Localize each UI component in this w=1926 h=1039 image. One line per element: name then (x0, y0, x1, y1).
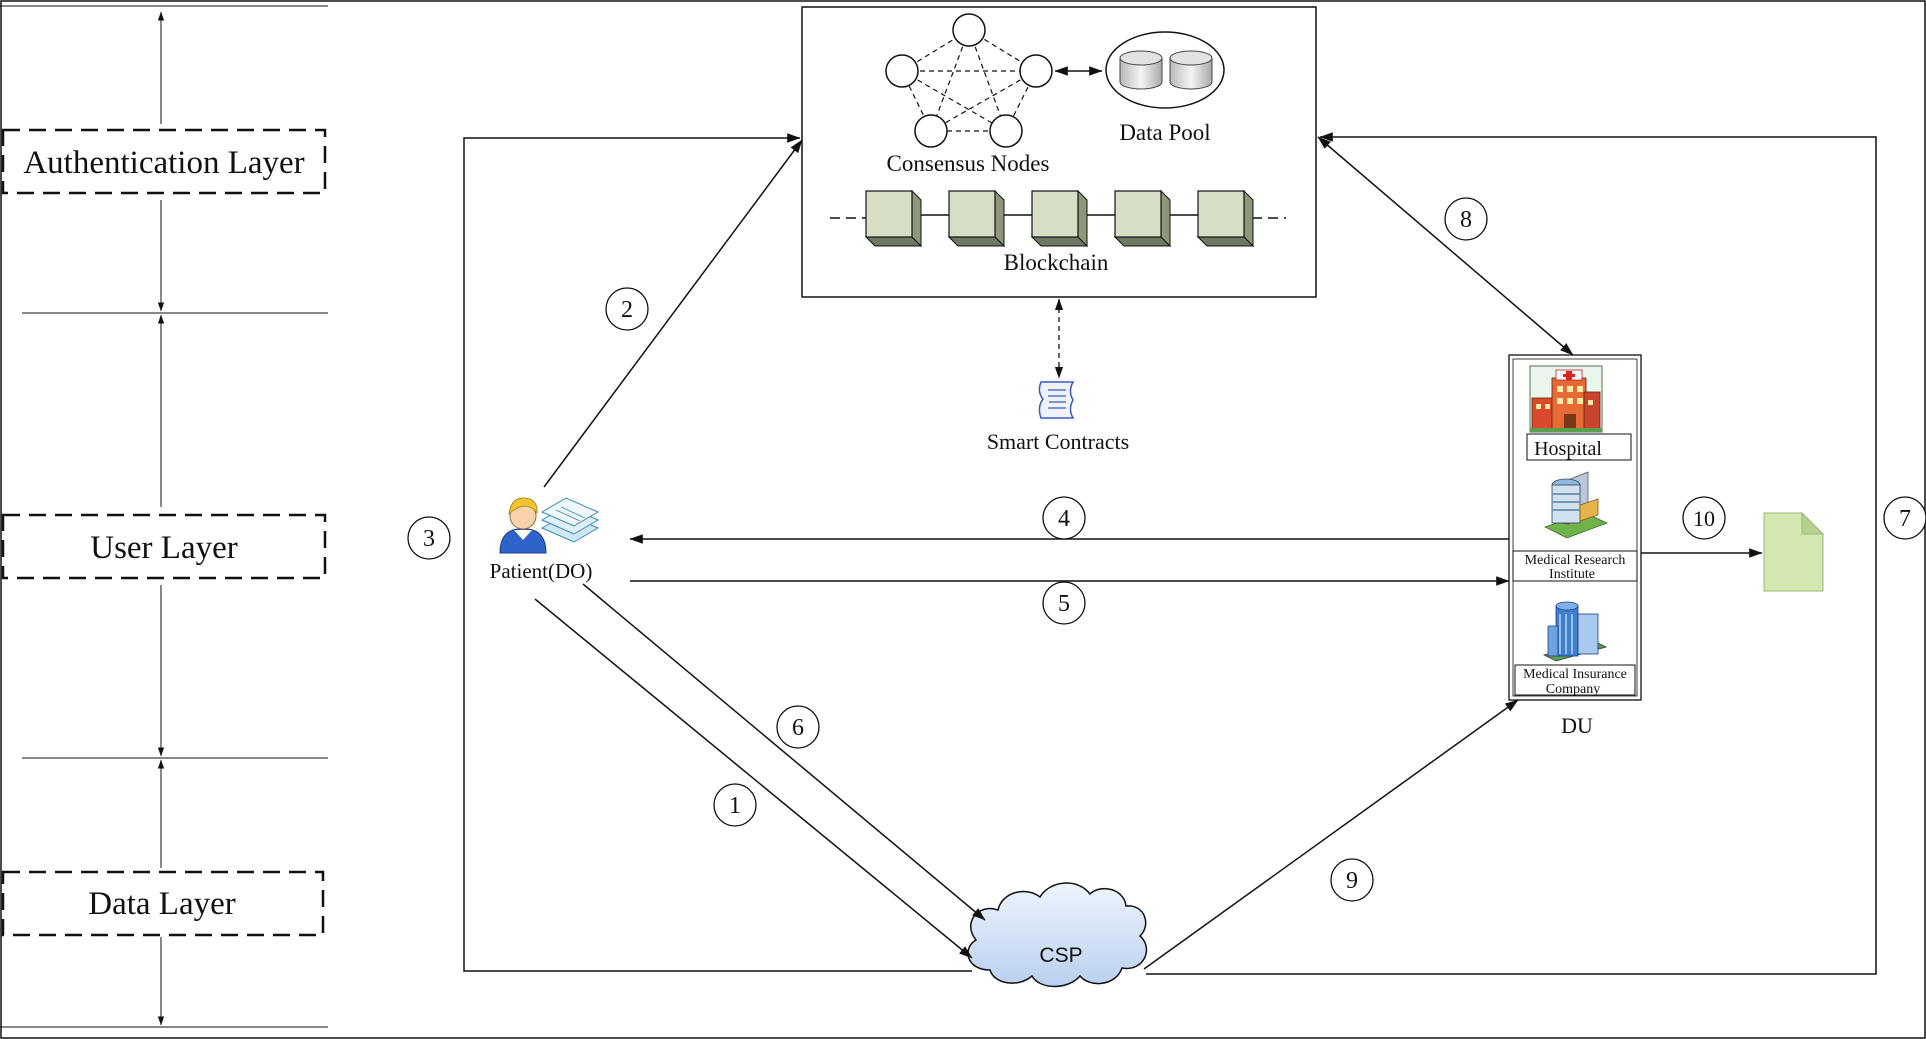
flow-arrow-6 (582, 583, 986, 921)
step-marker-9: 9 (1330, 858, 1374, 902)
flow-arrow-1 (534, 598, 973, 959)
authentication-layer-box: Authentication Layer (1, 128, 327, 195)
insurance-company-icon (1542, 601, 1608, 662)
documents-icon (540, 497, 600, 543)
svg-text:7: 7 (1899, 506, 1911, 532)
blockchain-block (1113, 189, 1172, 248)
user-layer-box: User Layer (1, 513, 327, 580)
svg-text:1: 1 (729, 793, 741, 819)
flow-arrow-8 (1317, 136, 1574, 356)
svg-text:3: 3 (423, 526, 435, 552)
research-institute-label-line2: Institute (1549, 567, 1595, 582)
consensus-node (885, 54, 919, 88)
step-marker-5: 5 (1042, 581, 1086, 625)
flow-arrow-3 (463, 133, 972, 972)
blockchain-block (947, 189, 1006, 248)
hospital-label: Hospital (1534, 438, 1602, 460)
step-marker-4: 4 (1042, 496, 1086, 540)
svg-text:10: 10 (1693, 506, 1715, 531)
consensus-node (1019, 54, 1053, 88)
csp-cloud (967, 882, 1148, 988)
user-layer-label: User Layer (90, 530, 238, 566)
svg-text:5: 5 (1058, 591, 1070, 617)
blockchain-block (1030, 189, 1089, 248)
flow-arrow-2 (543, 139, 803, 488)
smart-contracts-label: Smart Contracts (987, 429, 1129, 454)
blockchain-block (1196, 189, 1255, 248)
consensus-node (989, 114, 1023, 148)
data-pool-icon (1105, 31, 1225, 109)
blockchain-block (864, 189, 923, 248)
research-institute-icon (1543, 471, 1609, 539)
consensus-nodes-label: Consensus Nodes (887, 151, 1050, 176)
blockchain-box: Data Pool Consensus Nodes Blockchain (801, 6, 1317, 298)
svg-text:9: 9 (1346, 868, 1358, 894)
step-marker-1: 1 (713, 783, 757, 827)
insurance-company-label-line2: Company (1546, 682, 1600, 697)
step-marker-7: 7 (1883, 496, 1926, 540)
du-label: DU (1561, 713, 1593, 738)
blockchain-chain (830, 189, 1286, 248)
svg-text:2: 2 (621, 297, 633, 323)
du-stack: Hospital Medical Research Institute (1508, 354, 1642, 701)
research-institute-label-line1: Medical Research (1525, 553, 1626, 568)
data-layer-label: Data Layer (88, 886, 236, 922)
consensus-node (914, 114, 948, 148)
consensus-nodes-graph (885, 13, 1053, 148)
svg-text:4: 4 (1058, 506, 1070, 532)
flow-arrow-7 (1146, 132, 1877, 975)
step-marker-10: 10 (1682, 496, 1726, 540)
consensus-node (952, 13, 986, 47)
step-marker-6: 6 (776, 705, 820, 749)
data-layer-box: Data Layer (1, 870, 325, 937)
svg-text:8: 8 (1460, 207, 1472, 233)
authentication-layer-label: Authentication Layer (23, 145, 304, 181)
svg-text:6: 6 (792, 715, 804, 741)
hospital-icon (1529, 365, 1603, 433)
blockchain-label: Blockchain (1004, 250, 1109, 275)
step-marker-3: 3 (407, 516, 451, 560)
patient-icon (499, 497, 547, 554)
flow-lines (463, 132, 1877, 975)
data-pool-label: Data Pool (1119, 120, 1210, 145)
smart-contracts-icon (1038, 381, 1075, 419)
layer-column: Authentication Layer User Layer Data Lay… (0, 5, 328, 1028)
step-marker-2: 2 (605, 287, 649, 331)
insurance-company-label-line1: Medical Insurance (1523, 667, 1627, 682)
output-document-icon (1763, 511, 1825, 592)
patient-label: Patient(DO) (490, 559, 593, 583)
csp-label: CSP (1039, 944, 1082, 967)
flow-arrow-9 (1143, 699, 1519, 970)
step-marker-8: 8 (1444, 197, 1488, 241)
step-markers: 1 2 3 4 5 6 7 8 (407, 197, 1926, 902)
